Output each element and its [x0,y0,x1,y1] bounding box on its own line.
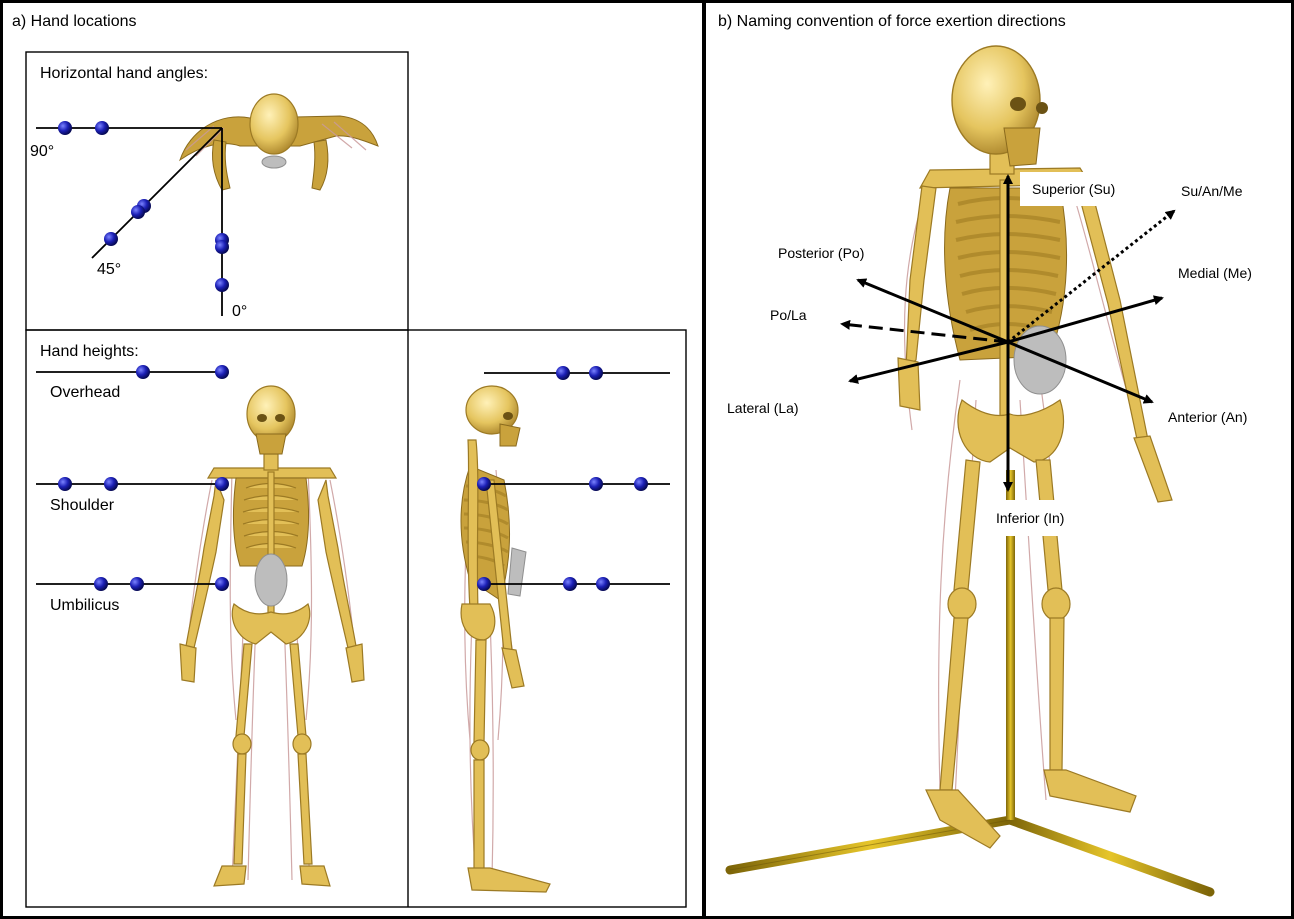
hand-marker [136,365,150,379]
hand-marker [556,366,570,380]
angles-title: Horizontal hand angles: [40,65,208,82]
side-skeleton [461,386,550,892]
label-inferior: Inferior (In) [996,510,1064,526]
hand-marker [596,577,610,591]
skeleton-3d [898,46,1172,848]
skeleton-organ [1014,326,1066,394]
hand-marker [215,278,229,292]
frontal-skeleton [180,386,364,886]
label-shoulder: Shoulder [50,497,115,514]
hand-marker [589,366,603,380]
hand-marker [58,121,72,135]
panel-a: a) Hand locations Horizontal hand angles… [12,13,686,907]
label-0-deg: 0° [232,303,247,320]
hand-marker [215,577,229,591]
panel-a-title: a) Hand locations [12,13,137,30]
hand-marker [563,577,577,591]
label-90-deg: 90° [30,143,54,160]
hand-heights-frontal: Hand heights: [36,343,364,886]
hand-marker [104,232,118,246]
label-po-la: Po/La [770,307,807,323]
label-posterior: Posterior (Po) [778,245,864,261]
hand-heights-side [461,366,670,892]
heights-title: Hand heights: [40,343,139,360]
panel-b-title: b) Naming convention of force exertion d… [718,13,1066,30]
hand-angles-diagram: Horizontal hand angles: 90° 45° 0° [30,65,378,320]
hand-marker [95,121,109,135]
hand-marker [477,477,491,491]
label-umbilicus: Umbilicus [50,597,119,614]
label-su-an-me: Su/An/Me [1181,183,1243,199]
hand-marker [477,577,491,591]
top-view-skeleton [180,94,378,190]
hand-marker [94,577,108,591]
hand-marker [215,365,229,379]
top-skull [250,94,298,154]
label-medial: Medial (Me) [1178,265,1252,281]
hand-marker [131,205,145,219]
hand-marker [104,477,118,491]
heights-box [26,330,686,907]
label-anterior: Anterior (An) [1168,409,1247,425]
hand-marker [634,477,648,491]
hand-marker [215,240,229,254]
frontal-organ [255,554,287,606]
hand-marker [215,477,229,491]
arrow-lateral [850,342,1008,381]
hand-marker [130,577,144,591]
label-overhead: Overhead [50,384,120,401]
label-lateral: Lateral (La) [727,400,799,416]
panel-b: b) Naming convention of force exertion d… [718,13,1252,892]
hand-marker [589,477,603,491]
hand-marker [58,477,72,491]
label-superior: Superior (Su) [1032,181,1115,197]
label-45-deg: 45° [97,261,121,278]
